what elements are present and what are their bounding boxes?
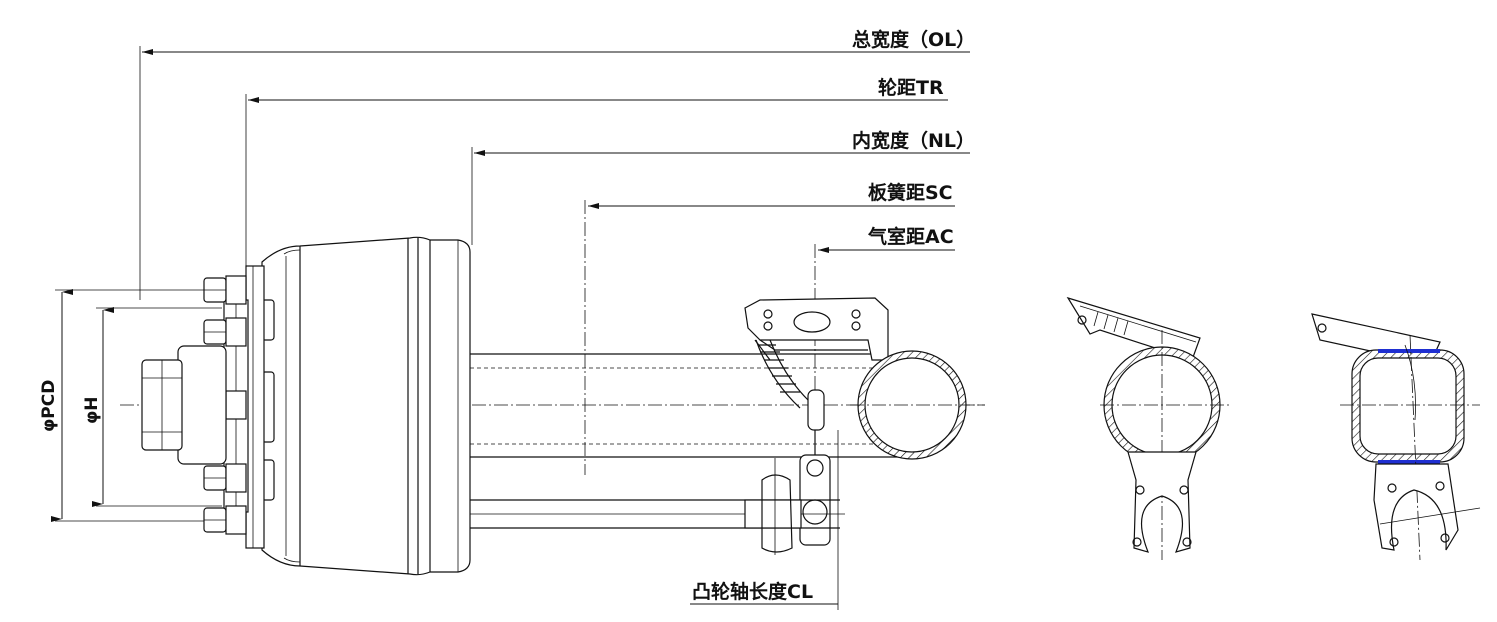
dimension-inner-width: 内宽度（NL） bbox=[471, 129, 975, 245]
label-pcd: φPCD bbox=[39, 380, 59, 432]
label-spring-center: 板簧距SC bbox=[868, 181, 953, 204]
dimension-spring-center: 板簧距SC bbox=[584, 181, 955, 475]
hub-cap bbox=[141, 345, 227, 465]
dimension-track: 轮距TR bbox=[245, 76, 948, 290]
label-chamber-center: 气室距AC bbox=[867, 225, 954, 248]
camshaft bbox=[470, 458, 845, 555]
wheel-nut bbox=[203, 463, 247, 493]
wheel-nut bbox=[203, 275, 247, 305]
dimension-pcd: φPCD bbox=[39, 289, 222, 522]
label-overall-width: 总宽度（OL） bbox=[852, 28, 975, 51]
chamber-bracket bbox=[744, 297, 889, 361]
label-track: 轮距TR bbox=[878, 76, 944, 99]
label-camshaft-length: 凸轮轴长度CL bbox=[692, 580, 813, 603]
wheel-nut bbox=[203, 317, 247, 347]
wheel-nut bbox=[203, 505, 247, 535]
dimension-overall-width: 总宽度（OL） bbox=[139, 28, 975, 300]
label-inner-width: 内宽度（NL） bbox=[852, 129, 975, 152]
label-hub-diameter: φH bbox=[82, 396, 102, 424]
dimension-hub-diameter: φH bbox=[82, 307, 222, 507]
slack-adjuster bbox=[799, 389, 831, 546]
axle-beam bbox=[470, 353, 900, 458]
square-tube-section-view bbox=[1311, 313, 1481, 561]
dimension-camshaft-length: 凸轮轴长度CL bbox=[690, 430, 839, 610]
round-tube-section-view bbox=[1066, 296, 1230, 560]
axle-tube-section bbox=[850, 350, 985, 460]
brake-drum bbox=[261, 236, 471, 576]
return-spring bbox=[754, 339, 809, 409]
